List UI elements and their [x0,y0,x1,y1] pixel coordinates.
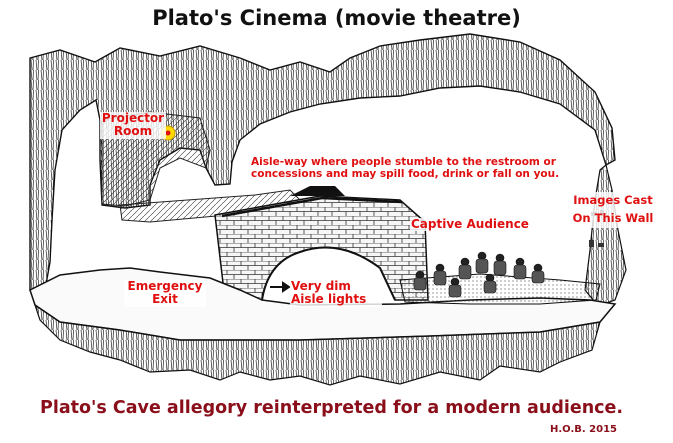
diagram-title: Plato's Cinema (movie theatre) [152,6,521,30]
audience-platform [399,273,601,305]
audience-figures [413,251,545,298]
label-captive-audience: Captive Audience [410,217,530,232]
cave-rock [29,33,616,291]
label-projector-room: Projector Room [100,111,166,139]
label-emergency-exit: Emergency Exit [124,279,206,307]
dark-passage [290,186,345,196]
cliff-face [33,303,601,386]
credit: H.O.B. 2015 [550,424,617,435]
caption: Plato's Cave allegory reinterpreted for … [40,398,624,418]
label-dim-aisle-lights: Very dim Aisle lights [290,279,382,307]
label-aisle: Aisle-way where people stumble to the re… [250,156,562,181]
label-images-cast: Images Cast On This Wall [567,192,659,228]
arrow-right-icon [270,281,291,293]
